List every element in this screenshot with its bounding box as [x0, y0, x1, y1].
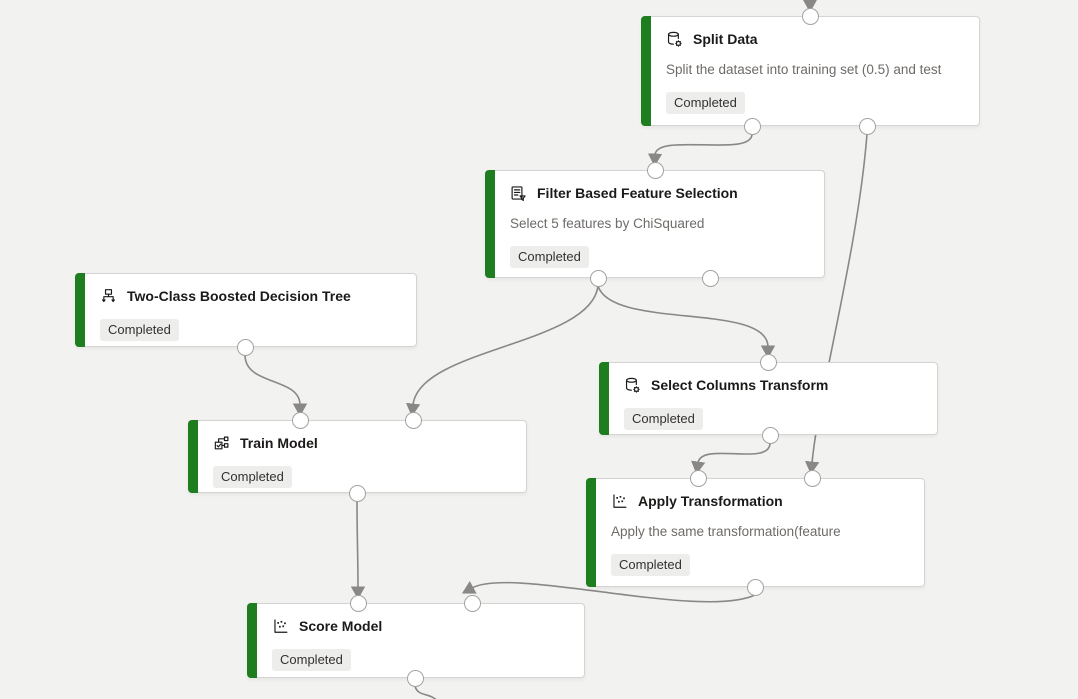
- node-title: Split Data: [693, 31, 758, 47]
- node-title-row: Score Model: [272, 616, 574, 636]
- node-title: Train Model: [240, 435, 318, 451]
- status-badge: Completed: [611, 554, 690, 576]
- edge-filter-based-feature-selection.out1--to--train-model.in2[interactable]: [405, 285, 599, 417]
- port-split-data-out2[interactable]: [858, 117, 876, 135]
- node-description: Split the dataset into training set (0.5…: [666, 62, 942, 77]
- status-color-bar: [75, 273, 85, 347]
- node-title: Filter Based Feature Selection: [537, 185, 738, 201]
- status-badge: Completed: [666, 92, 745, 114]
- node-description: Apply the same transformation(feature: [611, 524, 841, 539]
- status-color-bar: [641, 16, 651, 126]
- node-title-row: Two-Class Boosted Decision Tree: [100, 286, 406, 306]
- port-split-data-in1[interactable]: [801, 7, 819, 25]
- port-apply-transformation-out1[interactable]: [746, 578, 764, 596]
- scatter-plot-icon: [611, 493, 628, 510]
- node-title-row: Select Columns Transform: [624, 375, 927, 395]
- port-apply-transformation-in2[interactable]: [803, 469, 821, 487]
- node-title: Apply Transformation: [638, 493, 783, 509]
- status-color-bar: [485, 170, 495, 278]
- edge-select-columns-transform.out1--to--apply-transformation.in1[interactable]: [691, 442, 771, 475]
- database-gear-icon: [666, 31, 683, 48]
- database-gear-icon: [624, 377, 641, 394]
- port-score-model-in1[interactable]: [349, 594, 367, 612]
- filter-list-icon: [510, 185, 527, 202]
- port-filter-based-feature-selection-out1[interactable]: [589, 269, 607, 287]
- port-two-class-boosted-decision-tree-out1[interactable]: [236, 338, 254, 356]
- status-badge: Completed: [213, 466, 292, 488]
- port-train-model-in2[interactable]: [404, 411, 422, 429]
- node-title: Select Columns Transform: [651, 377, 829, 393]
- edge-split-data.out1--to--filter-based-feature-selection.in1[interactable]: [647, 133, 753, 167]
- status-badge: Completed: [100, 319, 179, 341]
- edge-train-model.out1--to--score-model.in1[interactable]: [350, 500, 366, 600]
- edge-apply-transformation.out1--to--score-model.in2[interactable]: [461, 580, 756, 603]
- status-badge: Completed: [624, 408, 703, 430]
- edge-score-model.out1--to--offscreen-bottom[interactable]: [414, 685, 440, 699]
- decision-tree-icon: [100, 288, 117, 305]
- node-title-row: Apply Transformation: [611, 491, 914, 511]
- node-title: Two-Class Boosted Decision Tree: [127, 288, 351, 304]
- scatter-plot-icon: [272, 618, 289, 635]
- train-model-icon: [213, 435, 230, 452]
- port-split-data-out1[interactable]: [743, 117, 761, 135]
- node-title-row: Train Model: [213, 433, 516, 453]
- node-title-row: Filter Based Feature Selection: [510, 183, 814, 203]
- status-badge: Completed: [510, 246, 589, 268]
- edge-filter-based-feature-selection.out1--to--select-columns-transform.in1[interactable]: [597, 285, 776, 359]
- status-color-bar: [188, 420, 198, 493]
- port-filter-based-feature-selection-in1[interactable]: [646, 161, 664, 179]
- edge-two-class-boosted-decision-tree.out1--to--train-model.in1[interactable]: [244, 354, 308, 417]
- port-filter-based-feature-selection-out2[interactable]: [701, 269, 719, 287]
- port-apply-transformation-in1[interactable]: [689, 469, 707, 487]
- node-title-row: Split Data: [666, 29, 969, 49]
- status-color-bar: [586, 478, 596, 587]
- port-score-model-in2[interactable]: [463, 594, 481, 612]
- node-description: Select 5 features by ChiSquared: [510, 216, 705, 231]
- status-color-bar: [599, 362, 609, 435]
- node-title: Score Model: [299, 618, 383, 634]
- port-select-columns-transform-in1[interactable]: [759, 353, 777, 371]
- port-select-columns-transform-out1[interactable]: [761, 426, 779, 444]
- status-color-bar: [247, 603, 257, 678]
- port-train-model-in1[interactable]: [291, 411, 309, 429]
- port-score-model-out1[interactable]: [406, 669, 424, 687]
- port-train-model-out1[interactable]: [348, 484, 366, 502]
- status-badge: Completed: [272, 649, 351, 671]
